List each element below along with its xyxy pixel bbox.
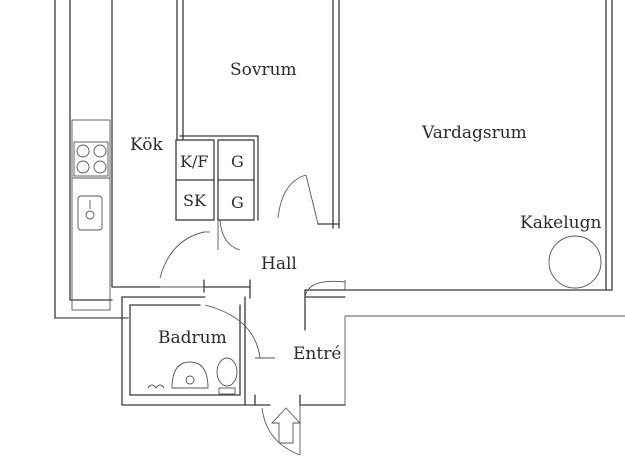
toilet-icon [216, 357, 238, 395]
closet-label-g2: G [231, 193, 244, 212]
room-label-sovrum: Sovrum [230, 60, 297, 80]
doors [159, 174, 346, 456]
tiled-stove-icon [548, 235, 602, 289]
room-label-hall: Hall [261, 254, 297, 274]
walls [54, 0, 625, 406]
closet-label-sk: SK [183, 191, 207, 210]
closet-label-g1: G [231, 152, 244, 171]
room-label-kok: Kök [130, 135, 163, 155]
room-label-kakelugn: Kakelugn [520, 213, 601, 233]
room-label-vardagsrum: Vardagsrum [421, 123, 527, 143]
room-label-entre: Entré [293, 344, 341, 364]
room-label-badrum: Badrum [158, 328, 227, 348]
closets [175, 135, 259, 221]
washbasin-icon [171, 361, 209, 389]
entrance-arrow-icon [270, 407, 302, 444]
faucet-icon [147, 384, 165, 389]
closet-label-kf: K/F [180, 152, 208, 171]
stove-icon [71, 119, 111, 311]
sink-icon [77, 195, 103, 231]
